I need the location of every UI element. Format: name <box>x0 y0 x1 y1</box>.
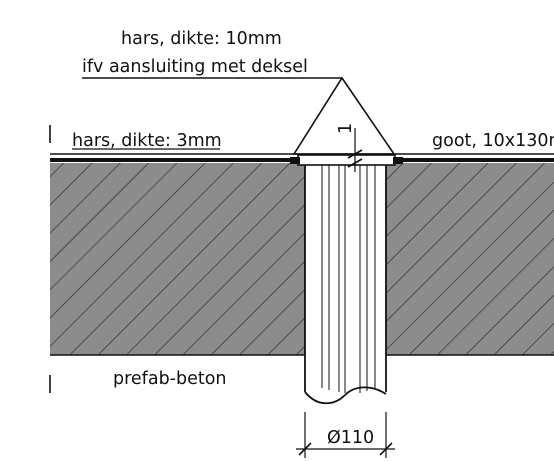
cover-seal-right <box>393 157 403 164</box>
gap-tick-bottom <box>347 158 363 168</box>
cover-seal-left <box>290 157 300 164</box>
concrete-slab-left <box>50 163 305 355</box>
gap-dimension-label: 1 <box>336 123 356 134</box>
resin-10mm-note-label: ifv aansluiting met deksel <box>82 57 308 77</box>
resin-10mm-label: hars, dikte: 10mm <box>121 29 282 49</box>
drain-pipe <box>304 165 387 405</box>
diameter-tick-left <box>298 442 312 456</box>
resin-triangle <box>292 76 396 155</box>
diameter-label: Ø110 <box>327 428 374 448</box>
diameter-tick-right <box>379 442 393 456</box>
resin-3mm-label: hars, dikte: 3mm <box>72 131 222 151</box>
cover-plate <box>297 154 396 166</box>
gutter-label: goot, 10x130mm <box>432 131 554 151</box>
gap-tick-top <box>347 149 363 159</box>
concrete-slab-right <box>386 163 554 355</box>
concrete-label: prefab-beton <box>113 369 227 389</box>
